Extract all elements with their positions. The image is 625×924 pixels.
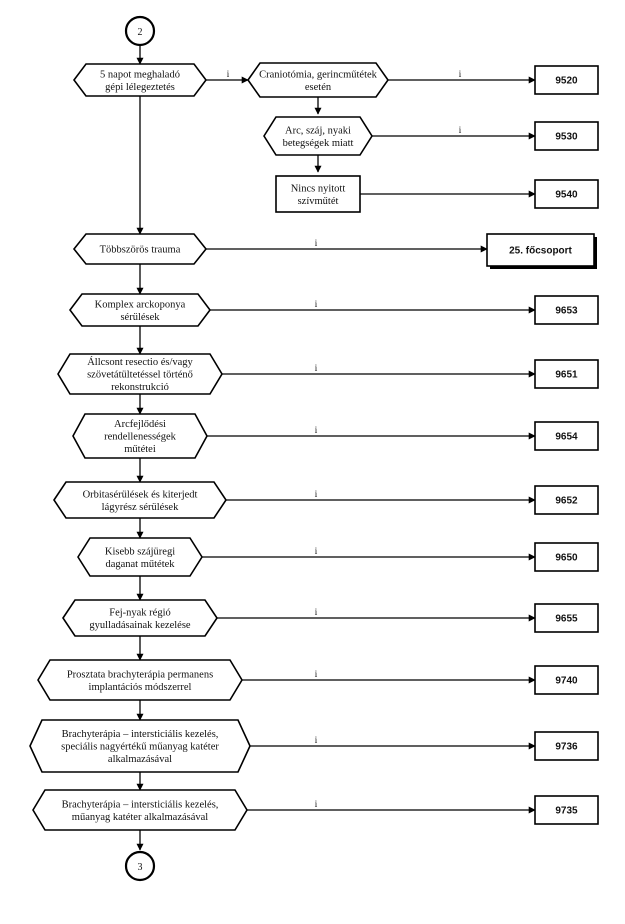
yes-mark: i (315, 238, 318, 248)
connector-3-label: 3 (138, 862, 143, 873)
decision-label-line: Arc, száj, nyaki (285, 125, 351, 136)
outcome-box-o9736 (534, 731, 599, 761)
decision-label-line: szövetátültetéssel történő (87, 370, 193, 381)
decision-komplex (69, 293, 211, 327)
decision-label-line: rendellenességek (104, 432, 176, 443)
decision-label-line: Brachyterápia – intersticiális kezelés, (62, 729, 219, 740)
yes-mark: i (315, 735, 318, 745)
outcome-label: 9520 (555, 76, 578, 87)
yes-mark: i (315, 799, 318, 809)
outcome-box-o9655 (534, 603, 599, 633)
outcome-box-o9652 (534, 485, 599, 515)
outcome-label: 9740 (555, 676, 578, 687)
decision-gepi (73, 63, 207, 97)
decision-label-line: Többszörös trauma (100, 245, 181, 256)
yes-mark: i (227, 69, 230, 79)
yes-mark: i (315, 607, 318, 617)
yes-mark: i (315, 425, 318, 435)
outcome-box-o9740 (534, 665, 599, 695)
connector-2 (124, 15, 156, 47)
outcome-label: 9654 (555, 432, 578, 443)
yes-mark: i (459, 69, 462, 79)
outcome-box-o9650 (534, 542, 599, 572)
decision-label-line: műanyag katéter alkalmazásával (72, 812, 209, 823)
decision-label-line: gyulladásainak kezelése (89, 620, 190, 631)
decision-label-line: műtétei (124, 444, 156, 455)
decision-fejnyak (62, 599, 218, 637)
process-nincs (275, 175, 361, 213)
outcome-label: 9650 (555, 553, 578, 564)
outcome-box-o9653 (534, 295, 599, 325)
connector-2-label: 2 (138, 27, 143, 38)
decision-label-line: alkalmazásával (108, 754, 172, 765)
decision-label-line: Brachyterápia – intersticiális kezelés, (62, 799, 219, 810)
decision-prosztata (37, 659, 243, 701)
yes-mark: i (315, 546, 318, 556)
decision-tobbs (72, 233, 208, 265)
connector-3 (124, 850, 156, 882)
outcome-label: 9735 (555, 806, 578, 817)
outcome-box-o9654 (534, 421, 599, 451)
outcome-label: 9540 (555, 190, 578, 201)
decision-label-line: implantációs módszerrel (89, 682, 192, 693)
outcome-label: 9655 (555, 614, 578, 625)
yes-mark: i (315, 669, 318, 679)
decision-label-line: Állcsont resectio és/vagy (87, 356, 193, 368)
outcome-box-o9651 (534, 359, 599, 389)
decision-cranio (247, 62, 389, 98)
decision-arc (263, 116, 373, 156)
yes-mark: i (315, 489, 318, 499)
yes-mark: i (315, 299, 318, 309)
decision-label-line: Prosztata brachyterápia permanens (67, 669, 213, 680)
outcome-label: 9736 (555, 742, 578, 753)
decision-label-line: szívműtét (298, 196, 339, 207)
decision-label-line: betegségek miatt (283, 138, 354, 149)
decision-label-line: Fej-nyak régió (109, 607, 171, 618)
decision-label-line: 5 napot meghaladó (100, 69, 180, 80)
outcome-label: 9651 (555, 370, 578, 381)
decision-label-line: speciális nagyértékű műanyag katéter (61, 742, 219, 753)
decision-brachy2 (32, 789, 248, 831)
decision-label-line: Arcfejlődési (114, 419, 166, 430)
outcome-label: 9530 (555, 132, 578, 143)
outcome-box-o9520 (534, 65, 599, 95)
decision-label-line: gépi lélegeztetés (105, 82, 175, 93)
decision-label-line: daganat műtétek (105, 559, 175, 570)
outcome-box-o9530 (534, 121, 599, 151)
decision-label-line: Komplex arckoponya (95, 299, 186, 310)
decision-label-line: Kisebb szájüregi (105, 546, 175, 557)
decision-label-line: lágyrész sérülések (102, 502, 179, 513)
yes-mark: i (315, 363, 318, 373)
decision-orbita (53, 481, 227, 519)
decision-allcsont (57, 353, 223, 395)
decision-label-line: esetén (305, 82, 332, 93)
outcome-label: 25. főcsoport (509, 246, 572, 257)
decision-label-line: Nincs nyitott (291, 183, 346, 194)
decision-label-line: rekonstrukció (111, 382, 169, 393)
outcome-box-o9540 (534, 179, 599, 209)
decision-label-line: sérülések (120, 312, 160, 323)
outcome-label: 9653 (555, 306, 578, 317)
outcome-box-o25 (486, 233, 595, 267)
outcome-label: 9652 (555, 496, 578, 507)
decision-arcfejl (72, 413, 208, 459)
decision-brachy1 (29, 719, 251, 773)
decision-kisebb (77, 537, 203, 577)
decision-label-line: Orbitasérülések és kiterjedt (83, 489, 198, 500)
yes-mark: i (459, 125, 462, 135)
decision-label-line: Craniotómia, gerincműtétek (259, 69, 378, 80)
outcome-box-o9735 (534, 795, 599, 825)
